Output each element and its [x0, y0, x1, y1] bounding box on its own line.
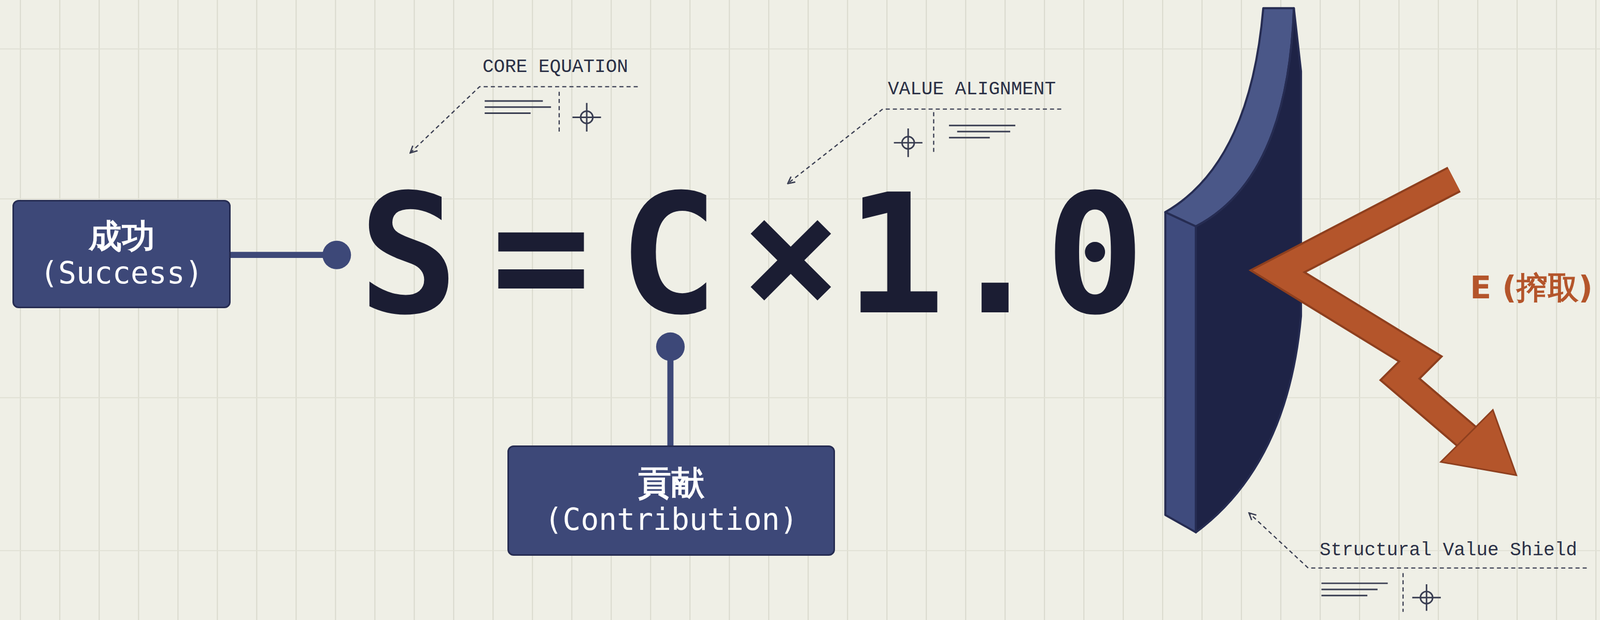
grid-line — [1516, 0, 1518, 620]
text-mark — [1321, 583, 1389, 597]
crosshair — [1412, 584, 1441, 612]
grid-line — [256, 0, 258, 620]
force-label: E (搾取) — [1469, 272, 1593, 304]
grid-line — [1555, 0, 1557, 620]
leader-line — [1249, 513, 1588, 569]
box-subtitle: (Contribution) — [544, 502, 799, 538]
grid-line — [1595, 0, 1597, 620]
leader-line — [409, 86, 638, 153]
text-mark — [949, 125, 1016, 138]
bolt-outline — [1277, 179, 1472, 442]
equation-operator: = — [491, 172, 592, 338]
equation-symbol: S — [358, 172, 459, 338]
grid-line — [1162, 0, 1164, 620]
stem-dot — [322, 241, 351, 270]
callout-label: Structural Value Shield — [1319, 541, 1578, 561]
bolt-body — [1277, 179, 1472, 442]
extraction-bolt — [1277, 179, 1517, 476]
grid-line — [1398, 0, 1400, 620]
text-mark — [484, 101, 551, 114]
guide-line — [558, 91, 560, 135]
shield-side — [1165, 212, 1196, 533]
grid-line — [19, 0, 21, 620]
grid-line — [177, 0, 179, 620]
grid-line — [334, 0, 336, 620]
guide-line — [932, 112, 934, 156]
equation-operator: × — [741, 172, 842, 338]
grid-line — [295, 0, 297, 620]
concept-box: 成功(Success) — [12, 200, 231, 309]
grid-line — [1477, 0, 1479, 620]
box-heading: 成功 — [88, 217, 155, 257]
grid-line — [216, 0, 218, 620]
crosshair — [572, 103, 601, 132]
grid-line — [59, 0, 61, 620]
box-heading: 貢献 — [638, 464, 705, 503]
concept-box: 貢献(Contribution) — [507, 445, 835, 557]
leader-lines — [409, 86, 1587, 613]
bolt-head — [1440, 409, 1517, 476]
equation-symbol: C — [618, 172, 719, 338]
grid-line — [0, 397, 1600, 399]
box-subtitle: (Success) — [39, 256, 203, 291]
crosshair — [894, 128, 923, 158]
grid-line — [1437, 0, 1439, 620]
stem-line — [230, 251, 337, 259]
grid-line — [137, 0, 139, 620]
equation-factor: 1.0 — [845, 172, 1145, 338]
guide-line — [1402, 573, 1404, 613]
callout-label: VALUE ALIGNMENT — [887, 80, 1056, 99]
stem-line — [667, 346, 674, 446]
callout-label: CORE EQUATION — [482, 58, 629, 77]
grid-line — [0, 48, 1600, 50]
grid-line — [98, 0, 100, 620]
